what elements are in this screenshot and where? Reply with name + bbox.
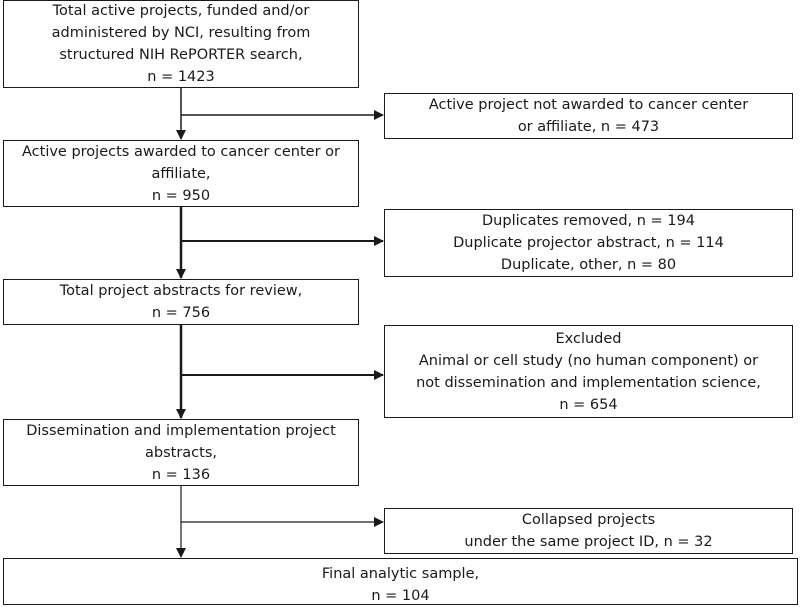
box-duplicates-removed: Duplicates removed, n = 194 Duplicate pr…	[384, 209, 793, 277]
box-text-line: Duplicate, other, n = 80	[500, 257, 677, 273]
box-text-line: affiliate,	[151, 165, 211, 182]
box-text-line: not dissemination and implementation sci…	[416, 374, 761, 391]
box-text-line: n = 950	[151, 187, 211, 204]
box-text-line: Final analytic sample,	[321, 566, 480, 582]
box-text-line: Excluded	[555, 330, 622, 347]
box-text-line: Animal or cell study (no human component…	[418, 352, 759, 369]
box-text-line: Total project abstracts for review,	[59, 283, 303, 299]
box-text-line: Collapsed projects	[521, 512, 656, 528]
box-text-line: Total active projects, funded and/or	[52, 3, 310, 19]
box-text-line: n = 136	[151, 466, 211, 483]
box-abstracts-for-review: Total project abstracts for review, n = …	[3, 279, 359, 325]
box-excluded: Excluded Animal or cell study (no human …	[384, 325, 793, 418]
box-text-line: Active project not awarded to cancer cen…	[428, 97, 749, 113]
box-text-line: n = 654	[559, 396, 618, 413]
box-text-line: structured NIH RePORTER search,	[59, 47, 303, 63]
box-text-line: or affiliate, n = 473	[517, 119, 660, 135]
box-text-line: Duplicates removed, n = 194	[482, 213, 695, 229]
box-text-line: under the same project ID, n = 32	[464, 534, 713, 550]
box-text-line: abstracts,	[145, 444, 217, 461]
box-final-analytic-sample: Final analytic sample, n = 104	[3, 558, 798, 605]
box-dissemination-implementation-abstracts: Dissemination and implementation project…	[3, 419, 359, 486]
box-text-line: administered by NCI, resulting from	[51, 25, 311, 41]
box-text-line: Active projects awarded to cancer center…	[22, 143, 340, 160]
box-text-line: Dissemination and implementation project	[26, 422, 336, 439]
box-total-active-projects: Total active projects, funded and/or adm…	[3, 0, 359, 88]
box-text-line: n = 104	[371, 588, 430, 604]
box-text-line: n = 756	[151, 305, 211, 321]
box-text-line: Duplicate projector abstract, n = 114	[453, 235, 724, 251]
box-not-awarded: Active project not awarded to cancer cen…	[384, 93, 793, 139]
box-collapsed-projects: Collapsed projects under the same projec…	[384, 508, 793, 554]
box-text-line: n = 1423	[147, 69, 215, 85]
box-awarded-to-cancer-center: Active projects awarded to cancer center…	[3, 140, 359, 207]
